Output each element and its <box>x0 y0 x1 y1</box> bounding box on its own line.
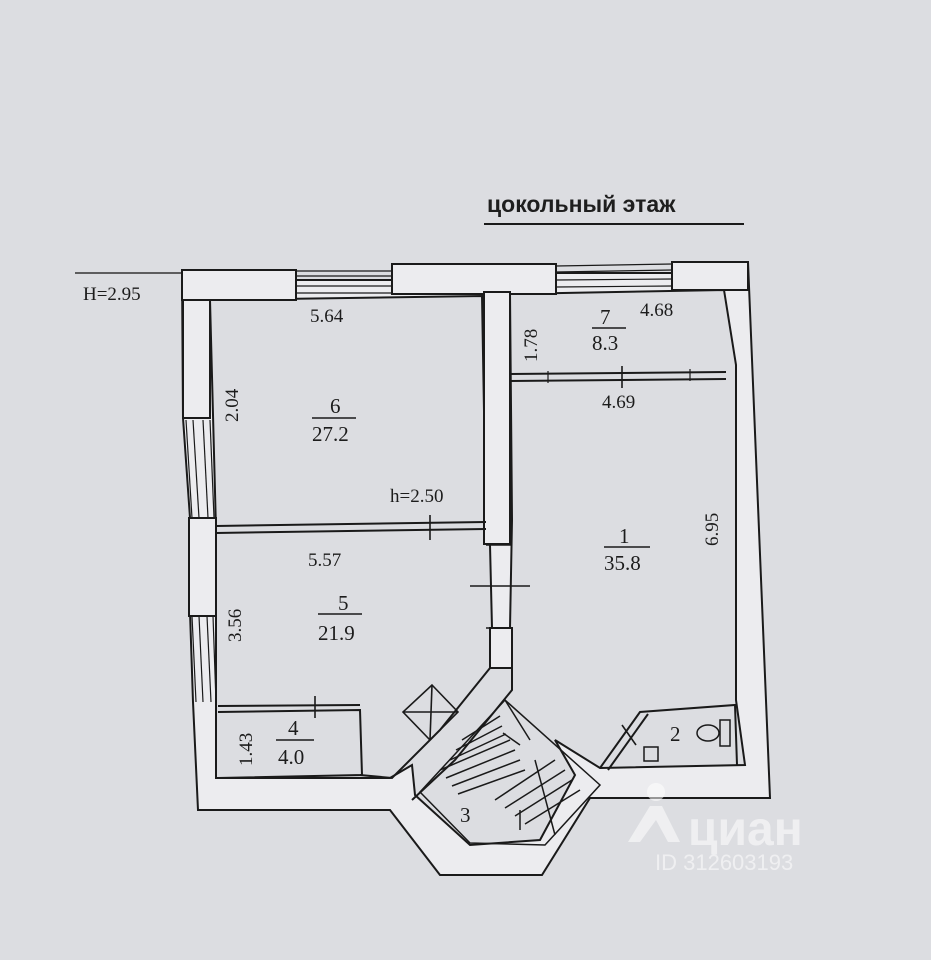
room-3-number: 3 <box>460 803 471 827</box>
window-left-lower <box>191 615 217 703</box>
room-5-label: 5 21.9 <box>318 591 362 645</box>
sink-icon <box>643 746 659 762</box>
partition-7-1 <box>509 371 727 375</box>
partition-6-5 <box>215 521 487 527</box>
door-mark-2 <box>621 724 637 746</box>
room-4-label: 4 4.0 <box>276 716 314 769</box>
dim-room-5-width: 5.57 <box>308 550 341 571</box>
exterior-wall <box>180 261 772 876</box>
central-wall-lower <box>489 627 513 669</box>
wall-pier-left-middle <box>188 517 217 617</box>
window-top-right <box>555 263 673 288</box>
wall-pier-left-upper <box>182 299 211 419</box>
cian-watermark: циан ID 312603193 <box>628 783 803 875</box>
room-4-area: 4.0 <box>278 745 304 769</box>
room-7-area: 8.3 <box>592 331 618 355</box>
room-6-area: 27.2 <box>312 422 349 446</box>
dim-room-1-depth: 6.95 <box>702 513 723 546</box>
toilet-icon <box>696 719 731 747</box>
inner-height-label: h=2.50 <box>390 486 443 507</box>
room-1-area: 35.8 <box>604 551 641 575</box>
wall-pier-top-right <box>671 261 749 291</box>
window-top-left <box>296 270 392 294</box>
dim-room-7-depth: 1.78 <box>521 329 542 362</box>
room-1-number: 1 <box>619 524 630 548</box>
room-1-label: 1 35.8 <box>604 524 650 575</box>
room-7-label: 7 8.3 <box>592 305 626 355</box>
room-4-outline <box>217 708 364 779</box>
shaft-symbol <box>401 683 460 742</box>
room-7-number: 7 <box>600 305 611 329</box>
central-wall <box>483 291 511 545</box>
stair-wall-left <box>359 667 513 801</box>
room-2-number: 2 <box>670 722 681 746</box>
dim-room-7-width: 4.68 <box>640 300 673 321</box>
wall-pier-top-left <box>181 269 297 301</box>
window-left-upper <box>185 419 215 519</box>
room-4-number: 4 <box>288 716 299 740</box>
dim-room-1-width: 4.69 <box>602 392 635 413</box>
dim-room-5-depth: 3.56 <box>225 609 246 642</box>
room-6-number: 6 <box>330 394 341 418</box>
room-5-area: 21.9 <box>318 621 355 645</box>
watermark-brand: циан <box>688 803 803 856</box>
cian-logo-icon <box>628 783 680 842</box>
wall-pier-top-center <box>391 263 557 295</box>
dim-room-6-width: 5.64 <box>310 306 344 327</box>
room-5-number: 5 <box>338 591 349 615</box>
bathroom-wall <box>599 703 738 769</box>
staircase <box>418 698 602 846</box>
watermark-id: ID 312603193 <box>655 850 793 875</box>
floor-title: цокольный этаж <box>487 191 676 217</box>
dim-room-6-depth: 2.04 <box>222 388 243 422</box>
ceiling-height-label: H=2.95 <box>83 284 141 305</box>
room-6-label: 6 27.2 <box>312 394 356 446</box>
dim-room-4-depth: 1.43 <box>236 733 257 766</box>
